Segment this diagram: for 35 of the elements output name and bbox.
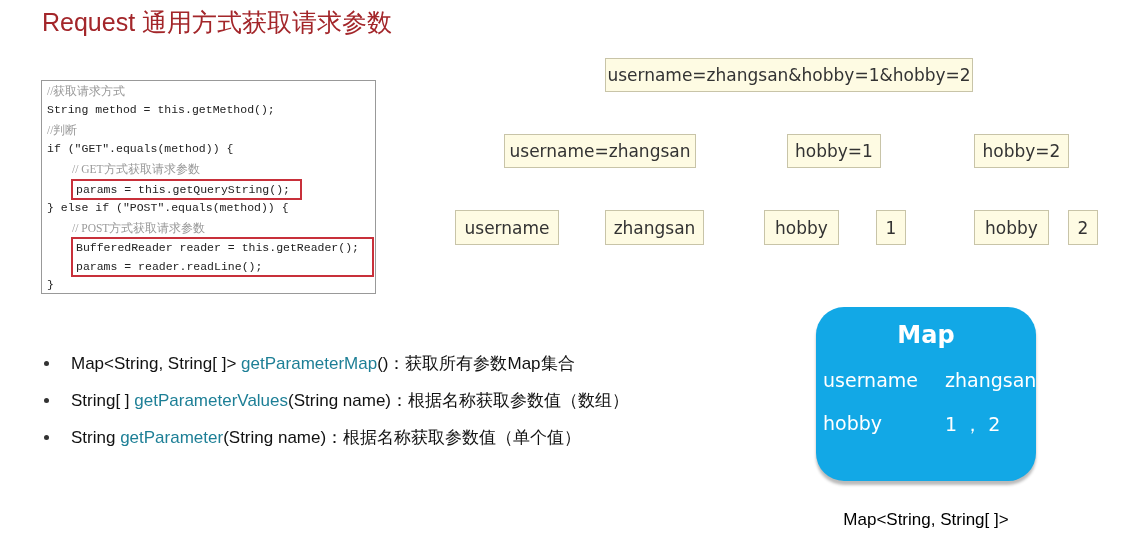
node-label: Map<String, String[ ]> <box>842 510 1010 530</box>
code-comment: // POST方式获取请求参数 <box>72 221 206 236</box>
method-description: String getParameter(String name)：根据名称获取参数值（单个值） <box>71 427 582 449</box>
code-comment: // GET方式获取请求参数 <box>72 162 200 177</box>
map-entry: hobby <box>823 412 883 434</box>
parameter-box: hobby <box>974 210 1049 245</box>
map-card <box>816 307 1036 481</box>
parameter-box: zhangsan <box>605 210 704 245</box>
code-block <box>41 80 376 294</box>
title: Request 通用方式获取请求参数 <box>42 7 393 38</box>
parameter-box: hobby=1 <box>787 134 881 168</box>
parameter-box: username=zhangsan <box>504 134 696 168</box>
code-line: } <box>47 277 54 293</box>
code-line: BufferedReader reader = this.getReader(); <box>76 240 359 256</box>
map-entry: 1 ， 2 <box>945 412 1001 437</box>
parameter-box: hobby=2 <box>974 134 1069 168</box>
parameter-box: username=zhangsan&hobby=1&hobby=2 <box>605 58 973 92</box>
code-comment: //获取请求方式 <box>47 84 126 99</box>
highlight-box <box>71 179 302 200</box>
code-line: params = this.getQueryString(); <box>76 182 290 198</box>
parameter-box: username <box>455 210 559 245</box>
method-description: Map<String, String[ ]> getParameterMap()：获取所有参数Map集合 <box>71 353 575 375</box>
map-entry: username <box>823 369 918 391</box>
code-line: params = reader.readLine(); <box>76 259 263 275</box>
code-line: if ("GET".equals(method)) { <box>47 141 234 157</box>
map-entry: zhangsan <box>945 369 1037 391</box>
parameter-box: hobby <box>764 210 839 245</box>
method-description: String[ ] getParameterValues(String name)：根据名称获取参数值（数组） <box>71 390 629 412</box>
parameter-box: 2 <box>1068 210 1098 245</box>
parameter-box: 1 <box>876 210 906 245</box>
code-line: } else if ("POST".equals(method)) { <box>47 200 289 216</box>
map-heading: Map <box>896 321 956 349</box>
code-line: String method = this.getMethod(); <box>47 102 275 118</box>
highlight-box <box>71 237 374 277</box>
code-comment: //判断 <box>47 123 78 138</box>
